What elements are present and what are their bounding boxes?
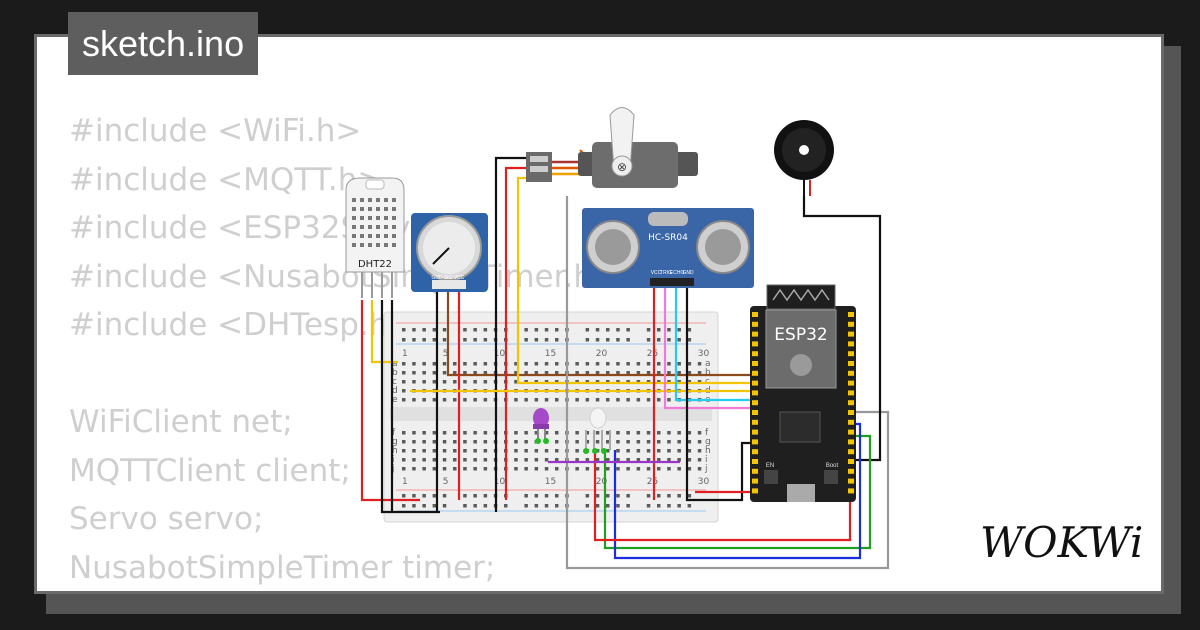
row-letter: a xyxy=(705,359,711,369)
sonar-label: HC-SR04 xyxy=(648,233,688,243)
column-number: 5 xyxy=(443,349,449,359)
column-number: 20 xyxy=(596,349,608,359)
servo-motor[interactable]: ⊗ xyxy=(526,107,698,189)
esp-label: ESP32 xyxy=(774,325,827,345)
column-number: 1 xyxy=(402,349,408,359)
potentiometer[interactable]: GND SIG VCC xyxy=(411,213,488,292)
column-number: 25 xyxy=(647,349,658,359)
svg-text:⊗: ⊗ xyxy=(617,160,627,174)
purple-led[interactable] xyxy=(533,408,549,444)
row-letter: b xyxy=(392,368,398,378)
row-letter: a xyxy=(392,359,398,369)
row-letter: g xyxy=(705,437,711,447)
column-number: 10 xyxy=(494,477,506,487)
column-number: 20 xyxy=(596,477,608,487)
row-letter: f xyxy=(705,428,709,438)
row-letter: h xyxy=(705,446,711,456)
row-letter: j xyxy=(704,464,708,474)
svg-text:WOKWi: WOKWi xyxy=(980,518,1143,567)
en-button-label: EN xyxy=(766,463,774,469)
sonar-pin-vcc: VCC xyxy=(651,270,662,276)
column-number: 10 xyxy=(494,349,506,359)
pot-pin-gnd: GND xyxy=(431,275,443,281)
sonar-pin-gnd: GND xyxy=(682,270,694,276)
wokwi-logo: WOKWi xyxy=(976,517,1148,572)
boot-button-label: Boot xyxy=(826,463,839,469)
column-number: 1 xyxy=(402,477,408,487)
column-number: 5 xyxy=(443,477,449,487)
file-tab[interactable]: sketch.ino xyxy=(68,12,259,75)
row-letter: g xyxy=(392,437,398,447)
pot-pin-sig: SIG xyxy=(444,275,453,281)
column-number: 25 xyxy=(647,477,658,487)
buzzer[interactable] xyxy=(774,120,834,196)
wires xyxy=(360,149,890,570)
column-number: 15 xyxy=(545,477,556,487)
esp32-board[interactable]: ESP32 EN Boot xyxy=(750,284,856,502)
column-number: 30 xyxy=(698,349,710,359)
dht22-sensor[interactable]: DHT22 xyxy=(345,177,405,298)
column-number: 30 xyxy=(698,477,710,487)
row-letter: c xyxy=(392,377,397,387)
sonar-pin-echo: ECHO xyxy=(670,270,685,276)
row-letter: d xyxy=(392,386,398,396)
dht-label: DHT22 xyxy=(358,259,392,270)
sonar-pin-trig: TRIG xyxy=(660,270,672,276)
row-letter: i xyxy=(705,455,708,465)
row-letter: b xyxy=(705,368,711,378)
row-letter: e xyxy=(392,395,398,405)
rgb-led[interactable] xyxy=(583,407,611,454)
row-letter: f xyxy=(392,428,396,438)
row-letter: h xyxy=(392,446,398,456)
hc-sr04-sensor[interactable]: HC-SR04 VCC TRIG ECHO GND xyxy=(582,208,754,288)
column-number: 15 xyxy=(545,349,556,359)
row-letter: i xyxy=(392,455,395,465)
pot-pin-vcc: VCC xyxy=(454,275,465,281)
